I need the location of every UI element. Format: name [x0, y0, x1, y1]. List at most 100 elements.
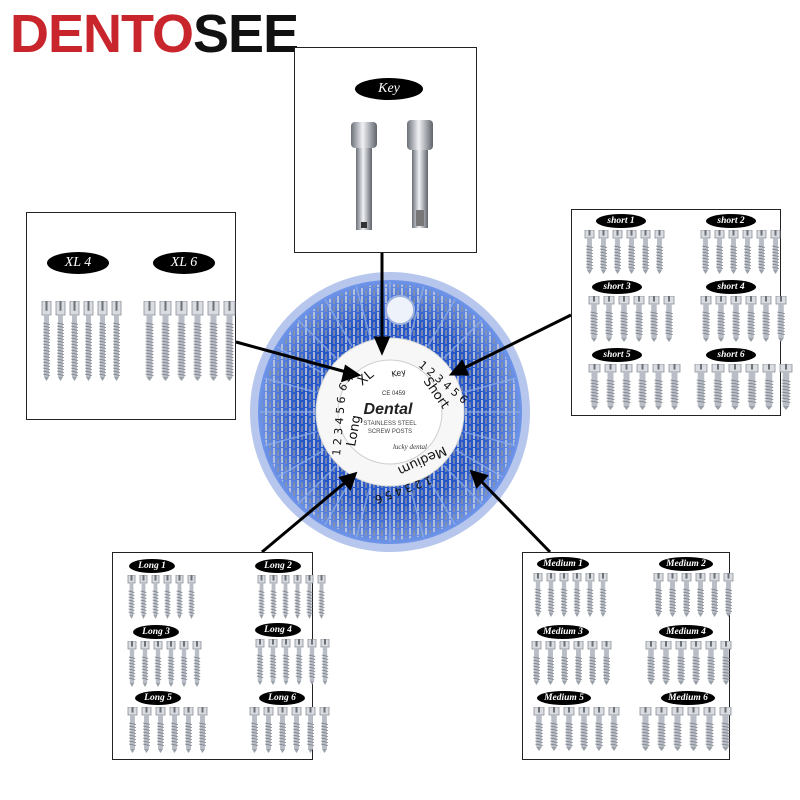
- key-tool-2: [407, 120, 433, 228]
- short-3-screws: [588, 296, 675, 342]
- screw-post: [187, 575, 196, 619]
- screw-post: [695, 573, 706, 617]
- screw-post: [548, 707, 560, 751]
- medium-label-6: Medium 6: [661, 691, 715, 705]
- key-tool-1: [351, 122, 377, 230]
- dial-maker: lucky dental: [393, 443, 427, 451]
- screw-post: [546, 573, 556, 617]
- connector-medium: [476, 476, 552, 554]
- screw-post: [320, 639, 330, 685]
- screw-post: [573, 641, 584, 685]
- medium-5-screws: [533, 707, 620, 751]
- screw-post: [255, 639, 265, 685]
- short-label-3: short 3: [592, 280, 642, 294]
- screw-post: [151, 575, 160, 619]
- screw-post: [41, 301, 52, 381]
- screw-post: [317, 575, 326, 619]
- dial-subtitle-2: SCREW POSTS: [368, 429, 412, 435]
- screw-post: [668, 364, 681, 410]
- screw-post: [223, 301, 236, 381]
- screw-post: [639, 707, 652, 751]
- dial-divider: [443, 319, 483, 359]
- short-1-screws: [584, 230, 665, 274]
- key-panel: Key: [294, 47, 477, 253]
- dial-divider: [443, 465, 483, 505]
- screw-post: [760, 296, 772, 342]
- dial-dividers: [260, 282, 520, 542]
- screw-post: [601, 641, 612, 685]
- screw-post: [97, 301, 108, 381]
- screw-post: [263, 707, 274, 753]
- screw-post: [305, 575, 314, 619]
- screw-post: [703, 707, 716, 751]
- screw-post: [55, 301, 66, 381]
- dial-divider: [277, 449, 325, 478]
- screw-post: [612, 230, 623, 274]
- long-1-screws: [127, 575, 196, 619]
- long-2-screws: [257, 575, 326, 619]
- screw-post: [559, 641, 570, 685]
- screw-post: [111, 301, 122, 381]
- brand-part-2: SEE: [193, 4, 299, 64]
- long-panel: Long 1 Long 2 Long 3 Long 4 Long 5 Long …: [112, 552, 330, 760]
- screw-post: [585, 573, 595, 617]
- screw-post: [730, 296, 742, 342]
- short-panel: short 1 short 2 short 3 short 4 short 5 …: [571, 209, 793, 416]
- screw-post: [127, 641, 137, 687]
- key-label: Key: [355, 78, 423, 100]
- key-tools-image: [351, 120, 433, 230]
- connector-xl: [235, 340, 351, 375]
- screw-post: [140, 641, 150, 687]
- screw-post: [715, 296, 727, 342]
- screw-post: [652, 364, 665, 410]
- xl-panel: XL 4 XL 6: [26, 212, 236, 420]
- screw-post: [294, 639, 304, 685]
- ring-long-numbers: 1 2 3 4 5 6: [330, 396, 348, 456]
- screw-post: [645, 641, 657, 685]
- screw-post: [719, 707, 732, 751]
- xl-4-screws: [41, 301, 122, 381]
- medium-label-4: Medium 4: [659, 625, 713, 639]
- long-label-2: Long 2: [255, 559, 301, 573]
- short-label-6: short 6: [706, 348, 756, 362]
- screw-post: [636, 364, 649, 410]
- connector-long-arrow: [338, 471, 358, 491]
- medium-3-screws: [531, 641, 612, 685]
- screw-post: [249, 707, 260, 753]
- screw-post: [179, 641, 189, 687]
- dial-divider: [455, 449, 503, 478]
- screw-post: [633, 296, 645, 342]
- screw-post: [175, 575, 184, 619]
- screw-post: [155, 707, 166, 753]
- screw-post: [268, 639, 278, 685]
- dial-divider: [463, 377, 516, 394]
- screw-post-dial: CE 0459 Dental STAINLESS STEEL SCREW POS…: [250, 272, 530, 552]
- long-3-screws: [127, 641, 202, 687]
- screw-post: [653, 573, 664, 617]
- screw-post: [141, 707, 152, 753]
- screw-post: [723, 573, 734, 617]
- screw-post: [69, 301, 80, 381]
- screw-post: [671, 707, 684, 751]
- screw-post: [655, 707, 668, 751]
- medium-2-screws: [653, 573, 734, 617]
- screw-post: [307, 639, 317, 685]
- screw-post: [667, 573, 678, 617]
- screw-post: [159, 301, 172, 381]
- brand-part-1: DENTO: [10, 4, 194, 64]
- dial-title: Dental: [364, 401, 413, 418]
- screw-post: [598, 230, 609, 274]
- xl-label-1: XL 4: [47, 252, 109, 274]
- screw-post: [756, 230, 767, 274]
- dial-divider: [264, 377, 317, 394]
- screw-post: [257, 575, 266, 619]
- connector-lines: [235, 253, 572, 554]
- screw-post: [183, 707, 194, 753]
- dial-divider: [463, 430, 516, 447]
- screw-post: [705, 641, 717, 685]
- screw-post: [127, 575, 136, 619]
- dial-divider: [355, 485, 372, 538]
- screw-post: [720, 641, 732, 685]
- screw-post: [648, 296, 660, 342]
- medium-label-5: Medium 5: [537, 691, 591, 705]
